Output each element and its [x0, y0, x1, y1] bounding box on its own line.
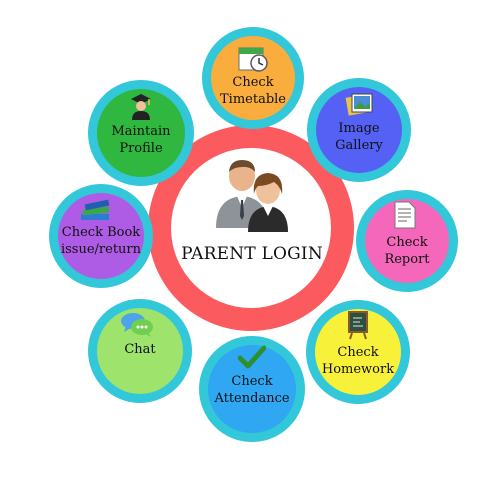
report-document-icon [394, 201, 416, 229]
node-label: Image Gallery [335, 121, 383, 153]
node-disc [58, 193, 144, 279]
check-report-node[interactable]: Check Report [356, 190, 458, 292]
node-label: Check Book issue/return [60, 225, 142, 257]
chalkboard-icon [348, 311, 368, 340]
node-label: Check Homework [321, 345, 395, 377]
graduate-icon [131, 94, 151, 120]
maintain-profile-node[interactable]: Maintain Profile [88, 80, 194, 186]
node-label: Maintain Profile [111, 124, 171, 156]
node-label: Check Attendance [214, 374, 290, 406]
check-homework-node[interactable]: Check Homework [306, 300, 410, 404]
chat-node[interactable]: Chat [88, 299, 192, 403]
calendar-clock-icon [238, 47, 268, 72]
check-attendance-node[interactable]: Check Attendance [199, 336, 305, 442]
check-mark-icon [238, 345, 266, 369]
check-book-node[interactable]: Check Book issue/return [49, 184, 153, 288]
node-label: Check Report [384, 235, 430, 267]
node-label: Check Timetable [220, 75, 286, 107]
parents-icon [216, 160, 288, 232]
check-timetable-node[interactable]: Check Timetable [202, 27, 304, 129]
image-gallery-node[interactable]: Image Gallery [307, 78, 411, 182]
books-icon [81, 199, 110, 220]
chat-bubbles-icon [121, 313, 153, 337]
photo-stack-icon [345, 93, 373, 116]
node-label: Chat [124, 342, 156, 357]
center-title: PARENT LOGIN [181, 244, 323, 264]
